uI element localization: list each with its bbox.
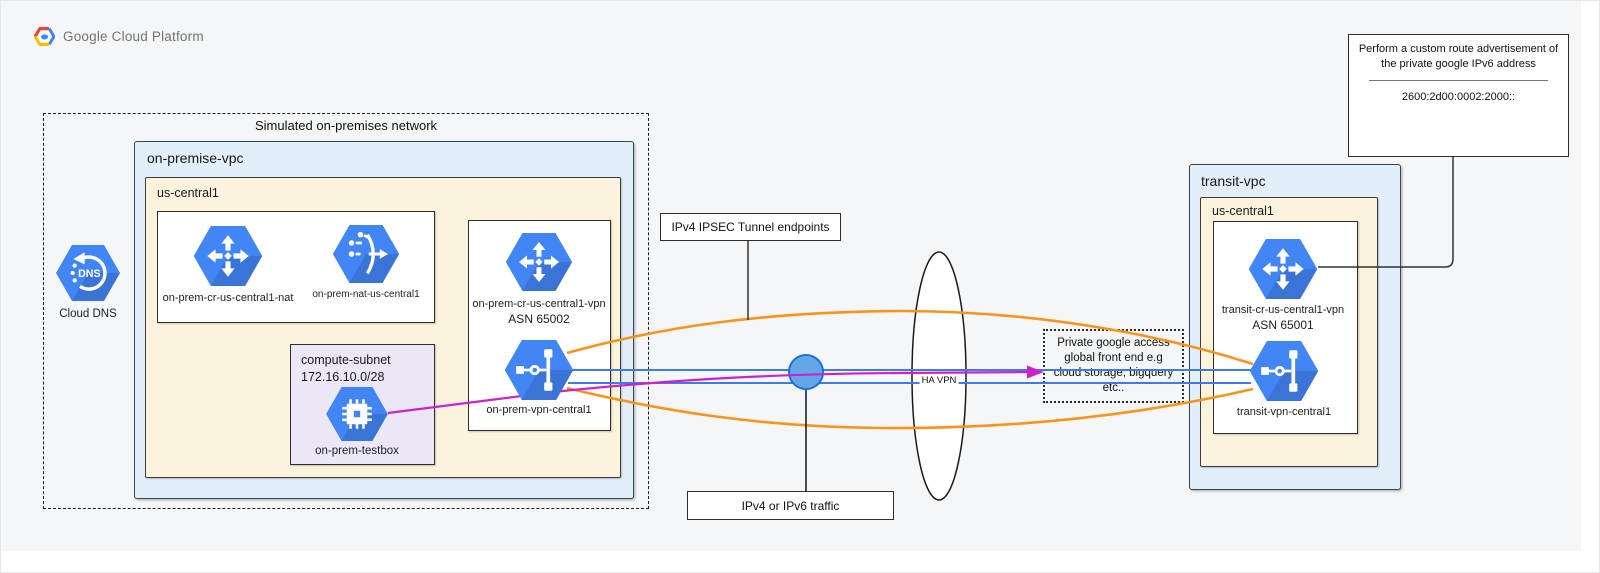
cloud-vpn-icon (1249, 341, 1319, 401)
transit-router-label: transit-cr-us-central1-vpn (1221, 304, 1345, 316)
svg-text:DNS: DNS (78, 268, 100, 280)
gcp-brand: Google Cloud Platform (34, 27, 204, 46)
note-divider (1369, 79, 1548, 81)
cloud-nat-icon (332, 225, 400, 283)
private-google-access-box: Private google access global front end e… (1043, 329, 1184, 403)
compute-subnet-text: compute-subnet 172.16.10.0/28 (301, 352, 391, 386)
note-ipv6-address: 2600:2d00:0002:2000:: (1401, 90, 1516, 103)
traffic-callout: IPv4 or IPv6 traffic (687, 491, 894, 520)
onprem-router-vpn-asn: ASN 65002 (508, 312, 570, 326)
onprem-testbox-label: on-prem-testbox (315, 445, 399, 457)
onprem-vpc-label: on-premise-vpc (147, 150, 244, 166)
transit-zone-label: us-central1 (1212, 204, 1274, 218)
transit-vpn-label: transit-vpn-central1 (1236, 406, 1332, 418)
transit-router-asn: ASN 65001 (1252, 318, 1314, 332)
custom-route-note: Perform a custom route advertisement of … (1348, 34, 1569, 157)
transit-vpc-label: transit-vpc (1201, 173, 1266, 189)
cloud-vpn-icon (504, 340, 574, 400)
gcp-logo-icon (34, 27, 55, 46)
cloud-dns-icon: DNS (56, 245, 120, 301)
onprem-nat-label: on-prem-nat-us-central1 (312, 289, 420, 300)
compute-engine-icon (326, 387, 388, 441)
cloud-dns-label: Cloud DNS (59, 308, 117, 320)
onprem-zone-label: us-central1 (157, 186, 219, 200)
gcp-brand-text: Google Cloud Platform (63, 29, 204, 44)
custom-route-note-text: Perform a custom route advertisement of … (1358, 43, 1559, 70)
cloud-router-icon (1248, 239, 1318, 299)
onprem-router-nat-label: on-prem-cr-us-central1-nat (162, 292, 294, 304)
compute-subnet-name: compute-subnet (301, 353, 391, 367)
onprem-region-title: Simulated on-premises network (254, 118, 438, 133)
ha-vpn-label: HA VPN (919, 375, 959, 386)
cloud-router-icon (505, 233, 573, 291)
compute-subnet-cidr: 172.16.10.0/28 (301, 369, 385, 384)
cloud-router-icon (193, 226, 263, 286)
ipsec-callout: IPv4 IPSEC Tunnel endpoints (660, 213, 841, 241)
onprem-vpn-label: on-prem-vpn-central1 (486, 404, 592, 416)
onprem-router-vpn-label: on-prem-cr-us-central1-vpn (472, 298, 606, 310)
